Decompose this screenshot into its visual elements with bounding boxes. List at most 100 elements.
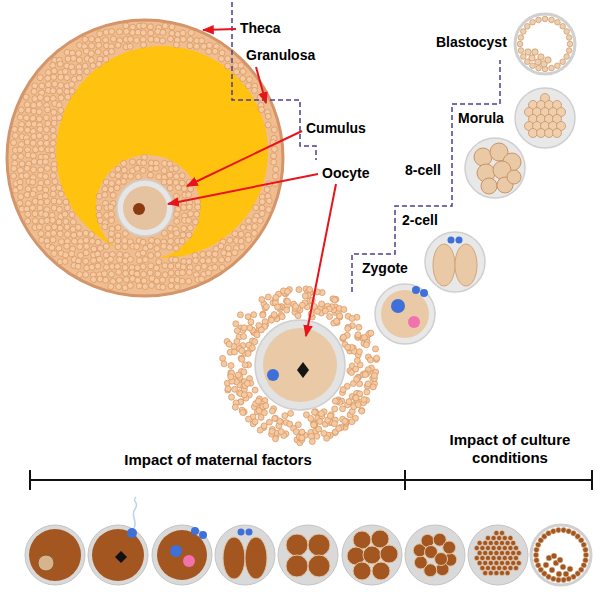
granulosa-cell <box>114 185 120 191</box>
stage-label: Zygote <box>362 260 408 277</box>
granulosa-cell <box>187 37 193 43</box>
trophectoderm-cell <box>556 571 562 577</box>
granulosa-cell <box>219 50 225 56</box>
trophectoderm-cell <box>583 547 589 553</box>
granulosa-cell <box>75 263 81 269</box>
granulosa-cell <box>160 38 166 44</box>
granulosa-cell <box>76 75 82 81</box>
cumulus-cell <box>285 299 291 305</box>
granulosa-cell <box>88 51 94 57</box>
blastomere <box>508 535 513 540</box>
granulosa-cell <box>72 238 78 244</box>
sperm-head <box>127 528 137 538</box>
zona-pellucida <box>255 320 345 410</box>
cumulus-cell <box>324 435 330 441</box>
granulosa-cell <box>174 218 180 224</box>
trophectoderm-cell <box>532 49 538 55</box>
granulosa-cell <box>123 29 129 35</box>
granulosa-cell <box>206 251 212 257</box>
granulosa-cell <box>101 271 107 277</box>
zona-pellucida <box>342 525 402 585</box>
cumulus-cell <box>273 295 279 301</box>
granulosa-cell <box>115 42 121 48</box>
granulosa-cell <box>123 270 129 276</box>
granulosa-cell <box>160 284 166 290</box>
blastomere <box>223 537 245 579</box>
granulosa-cell <box>45 121 51 127</box>
granulosa-cell <box>161 168 167 174</box>
granulosa-cell <box>64 205 70 211</box>
granulosa-cell <box>271 159 277 165</box>
cumulus-cell <box>296 287 302 293</box>
granulosa-cell <box>153 165 159 171</box>
granulosa-cell <box>103 56 109 62</box>
granulosa-cell <box>130 159 136 165</box>
trophectoderm-cell <box>555 20 561 26</box>
granulosa-cell <box>240 224 246 230</box>
granulosa-cell <box>273 166 279 172</box>
granulosa-cell <box>95 263 101 269</box>
granulosa-cell <box>162 160 168 166</box>
blastomere <box>499 540 504 545</box>
granulosa-cell <box>103 50 109 56</box>
granulosa-cell <box>193 219 199 225</box>
sperm-tail <box>133 497 136 528</box>
cumulus-cell <box>285 289 291 295</box>
cumulus-cell <box>355 332 361 338</box>
granulosa-cell <box>156 174 162 180</box>
granulosa-cell <box>36 133 42 139</box>
polar-body <box>238 529 245 536</box>
cumulus-cell <box>308 416 314 422</box>
granulosa-cell <box>63 219 69 225</box>
granulosa-cell <box>51 74 57 80</box>
cumulus-cell <box>239 348 245 354</box>
granulosa-cell <box>69 251 75 257</box>
granulosa-cell <box>135 174 141 180</box>
granulosa-cell <box>240 76 246 82</box>
granulosa-cell <box>115 173 121 179</box>
zona-pellucida <box>468 525 528 585</box>
granulosa-cell <box>186 204 192 210</box>
granulosa-cell <box>195 265 201 271</box>
granulosa-cell <box>238 63 244 69</box>
granulosa-cell <box>56 115 62 121</box>
granulosa-cell <box>25 211 31 217</box>
granulosa-cell <box>141 23 147 29</box>
blastomere <box>443 541 456 554</box>
granulosa-cell <box>109 217 115 223</box>
zona-pellucida <box>515 88 575 148</box>
follicle-theca <box>7 20 283 296</box>
cumulus-cell <box>312 409 318 415</box>
trophectoderm-cell <box>563 571 569 577</box>
granulosa-cell <box>160 29 166 35</box>
blastomere <box>245 537 267 579</box>
zona-pellucida <box>405 525 465 585</box>
granulosa-cell <box>110 192 116 198</box>
granulosa-cell <box>140 250 146 256</box>
cumulus-cell <box>317 419 323 425</box>
granulosa-cell <box>127 43 133 49</box>
granulosa-cell <box>44 199 50 205</box>
polar-body <box>448 237 455 244</box>
granulosa-cell <box>179 180 185 186</box>
trophectoderm-cell <box>555 63 561 69</box>
granulosa-cell <box>11 140 17 146</box>
blastomere <box>502 555 507 560</box>
pronucleus <box>408 316 420 328</box>
granulosa-cell <box>225 256 231 262</box>
granulosa-cell <box>117 29 123 35</box>
cumulus-cell <box>337 313 343 319</box>
granulosa-cell <box>31 159 37 165</box>
granulosa-cell <box>84 69 90 75</box>
granulosa-cell <box>57 88 63 94</box>
blastomere <box>508 565 513 570</box>
pronucleus <box>170 545 182 557</box>
granulosa-cell <box>82 36 88 42</box>
granulosa-cell <box>199 276 205 282</box>
cumulus-cell <box>364 389 370 395</box>
trophectoderm-cell <box>530 20 536 26</box>
trophectoderm-cell <box>561 577 567 583</box>
granulosa-cell <box>108 231 114 237</box>
granulosa-cell <box>83 230 89 236</box>
granulosa-cell <box>44 127 50 133</box>
